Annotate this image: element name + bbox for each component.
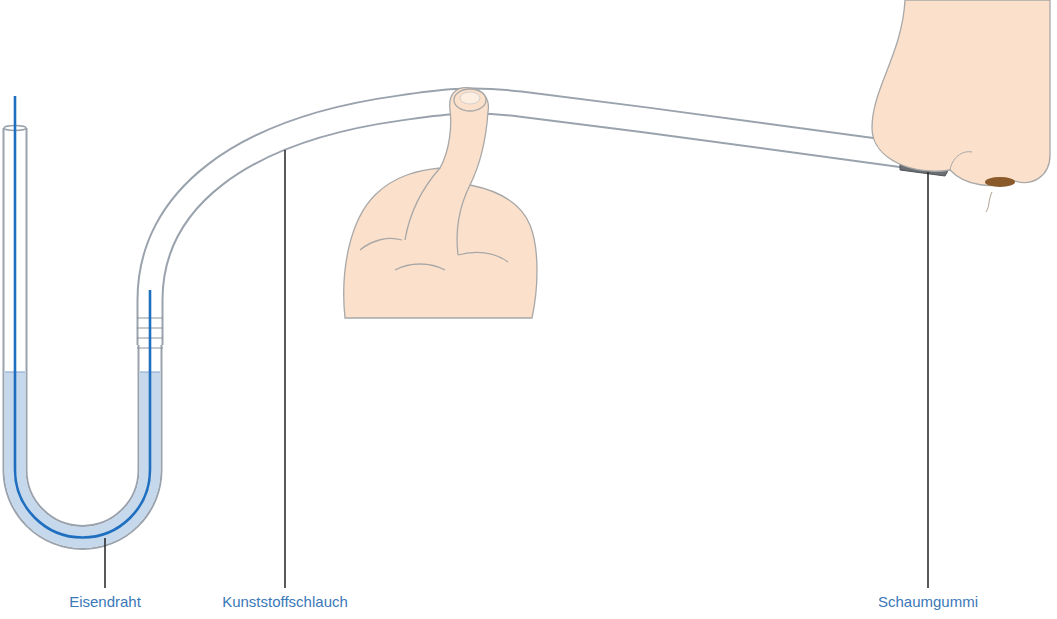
- leader-line: [927, 172, 929, 588]
- hand: [344, 88, 537, 318]
- iron-wire: [15, 96, 150, 537]
- part-label: Kunststoffschlauch: [222, 593, 348, 611]
- nose: [872, 0, 1050, 185]
- leader-line: [284, 150, 286, 588]
- nose-wing: [950, 152, 972, 170]
- part-label: Schaumgummi: [878, 593, 978, 611]
- liquid: [15, 372, 150, 537]
- fingertip: [454, 89, 486, 111]
- nose-hair: [986, 192, 992, 212]
- fingernail: [460, 92, 480, 104]
- leader-line: [104, 538, 106, 588]
- u-tube-inside: [15, 126, 150, 537]
- part-label: Eisendraht: [69, 593, 141, 611]
- nostril: [985, 177, 1015, 187]
- u-tube-wall: [15, 128, 150, 537]
